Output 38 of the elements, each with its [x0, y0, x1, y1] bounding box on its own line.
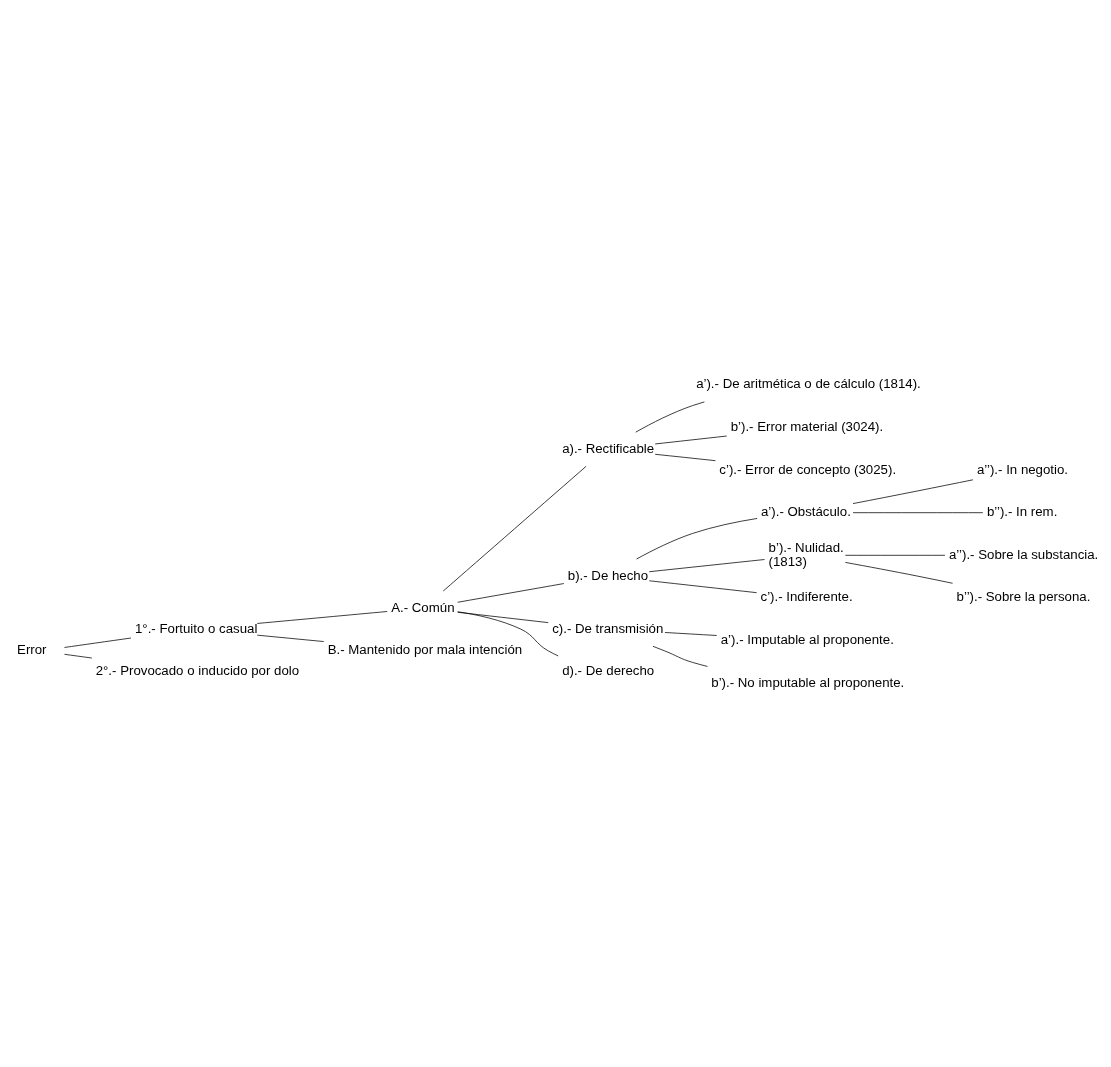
- connector: [654, 453, 716, 461]
- node-text: b’).- Error material (3024).: [730, 418, 884, 434]
- node-text: b’’).- Sobre la persona.: [956, 588, 1091, 604]
- node-text: b’’).- In rem.: [986, 503, 1058, 519]
- connector: [648, 579, 757, 593]
- connector: [64, 653, 93, 658]
- connector: [64, 637, 132, 648]
- connector: [664, 631, 718, 636]
- node-text: b’).- No imputable al proponente.: [711, 674, 905, 690]
- connector: [654, 435, 728, 444]
- node-text: c’).- Indiferente.: [760, 588, 853, 604]
- node-text: Error: [17, 641, 47, 657]
- node-text: a’).- Obstáculo.: [761, 503, 851, 519]
- node-text: b’).- Nulidad.: [768, 539, 844, 555]
- connector: [442, 465, 587, 591]
- node-text: 2°.- Provocado o inducido por dolo: [95, 662, 300, 678]
- connector: [844, 561, 953, 584]
- node-text: a’’).- Sobre la substancia.: [949, 546, 1099, 562]
- connector: [652, 645, 708, 667]
- connector: [852, 478, 974, 504]
- connector: [457, 610, 559, 656]
- connector: [648, 558, 765, 572]
- connector: [256, 634, 325, 642]
- connector: [256, 610, 388, 624]
- node-text: A.- Común: [391, 599, 455, 615]
- node-text: d).- De derecho: [562, 662, 655, 678]
- node-text: 1°.- Fortuito o casual: [135, 620, 258, 636]
- node-text: c’).- Error de concepto (3025).: [719, 461, 897, 477]
- node-text: B.- Mantenido por mala intención: [327, 641, 523, 657]
- connector: [635, 401, 705, 433]
- connector: [636, 517, 758, 559]
- node-text: a’).- De aritmética o de cálculo (1814).: [696, 375, 921, 391]
- node-text: a).- Rectificable: [562, 440, 655, 456]
- node-text: c).- De transmisión: [552, 620, 664, 636]
- connector: [457, 582, 565, 603]
- node-text: b).- De hecho: [567, 567, 649, 583]
- node-text: a’).- Imputable al proponente.: [720, 631, 894, 647]
- node-text: a’’).- In negotio.: [976, 461, 1069, 477]
